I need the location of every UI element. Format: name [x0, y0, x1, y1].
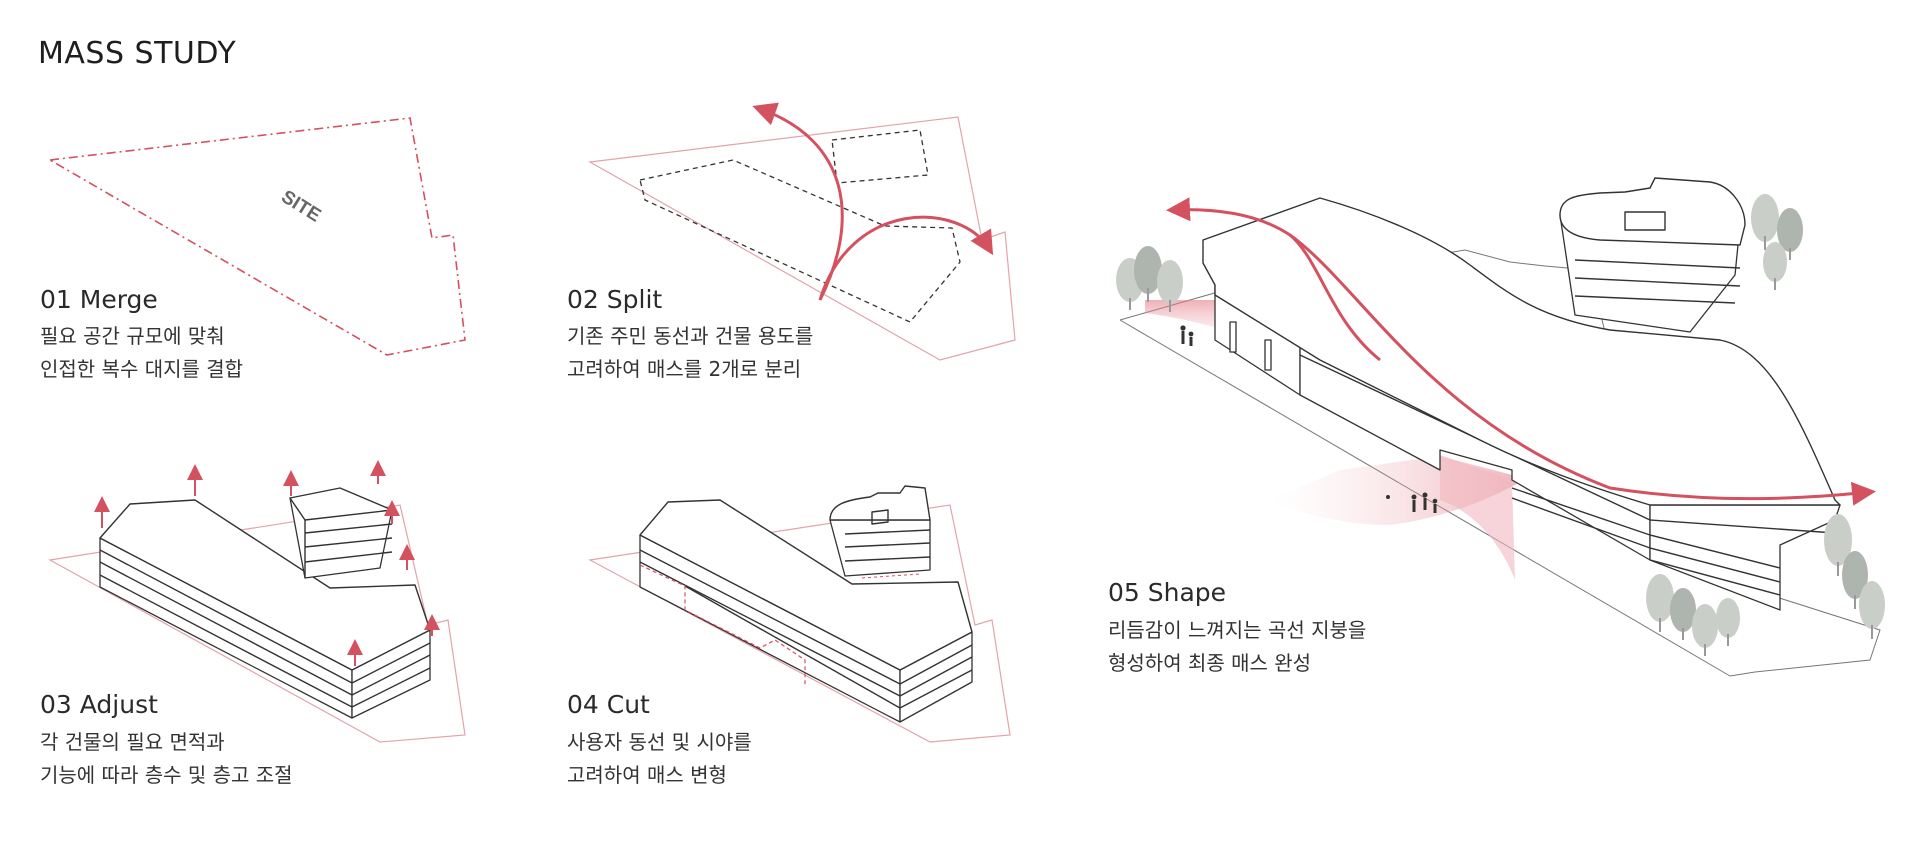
trees — [1116, 194, 1885, 656]
step-05-title: 05 Shape — [1108, 578, 1227, 607]
step-01-desc: 필요 공간 규모에 맞춰 인접한 복수 대지를 결합 — [40, 324, 244, 381]
step-04-title: 04 Cut — [567, 690, 650, 719]
step-04-cut-diagram — [588, 485, 1011, 743]
mass-b-outline — [831, 129, 929, 184]
page-title: MASS STUDY — [38, 36, 237, 71]
curved-roof — [1202, 197, 1841, 506]
step-02-desc: 기존 주민 동선과 건물 용도를 고려하여 매스를 2개로 분리 — [567, 324, 814, 381]
site-outline — [588, 116, 1016, 361]
site-boundary — [47, 117, 466, 356]
mass-a-outline — [639, 159, 961, 323]
step-01-title: 01 Merge — [40, 285, 158, 314]
step-02-split-diagram — [588, 102, 1016, 361]
step-03-desc: 각 건물의 필요 면적과 기능에 따라 층수 및 층고 조절 — [40, 730, 293, 787]
site-outline — [588, 504, 1011, 743]
people-figures — [1180, 325, 1438, 513]
step-05-desc: 리듬감이 느껴지는 곡선 지붕을 형성하여 최종 매스 완성 — [1108, 618, 1367, 675]
step-03-title: 03 Adjust — [40, 690, 158, 719]
step-05-shape-diagram — [1116, 177, 1885, 677]
site-label: SITE — [277, 186, 324, 226]
flow-arrow-east — [818, 215, 994, 301]
flow-arrow-right — [1289, 233, 1876, 506]
step-03-adjust-diagram — [48, 460, 466, 743]
site-outline — [48, 504, 466, 743]
step-04-desc: 사용자 동선 및 시야를 고려하여 매스 변형 — [567, 730, 752, 787]
step-02-title: 02 Split — [567, 285, 663, 314]
